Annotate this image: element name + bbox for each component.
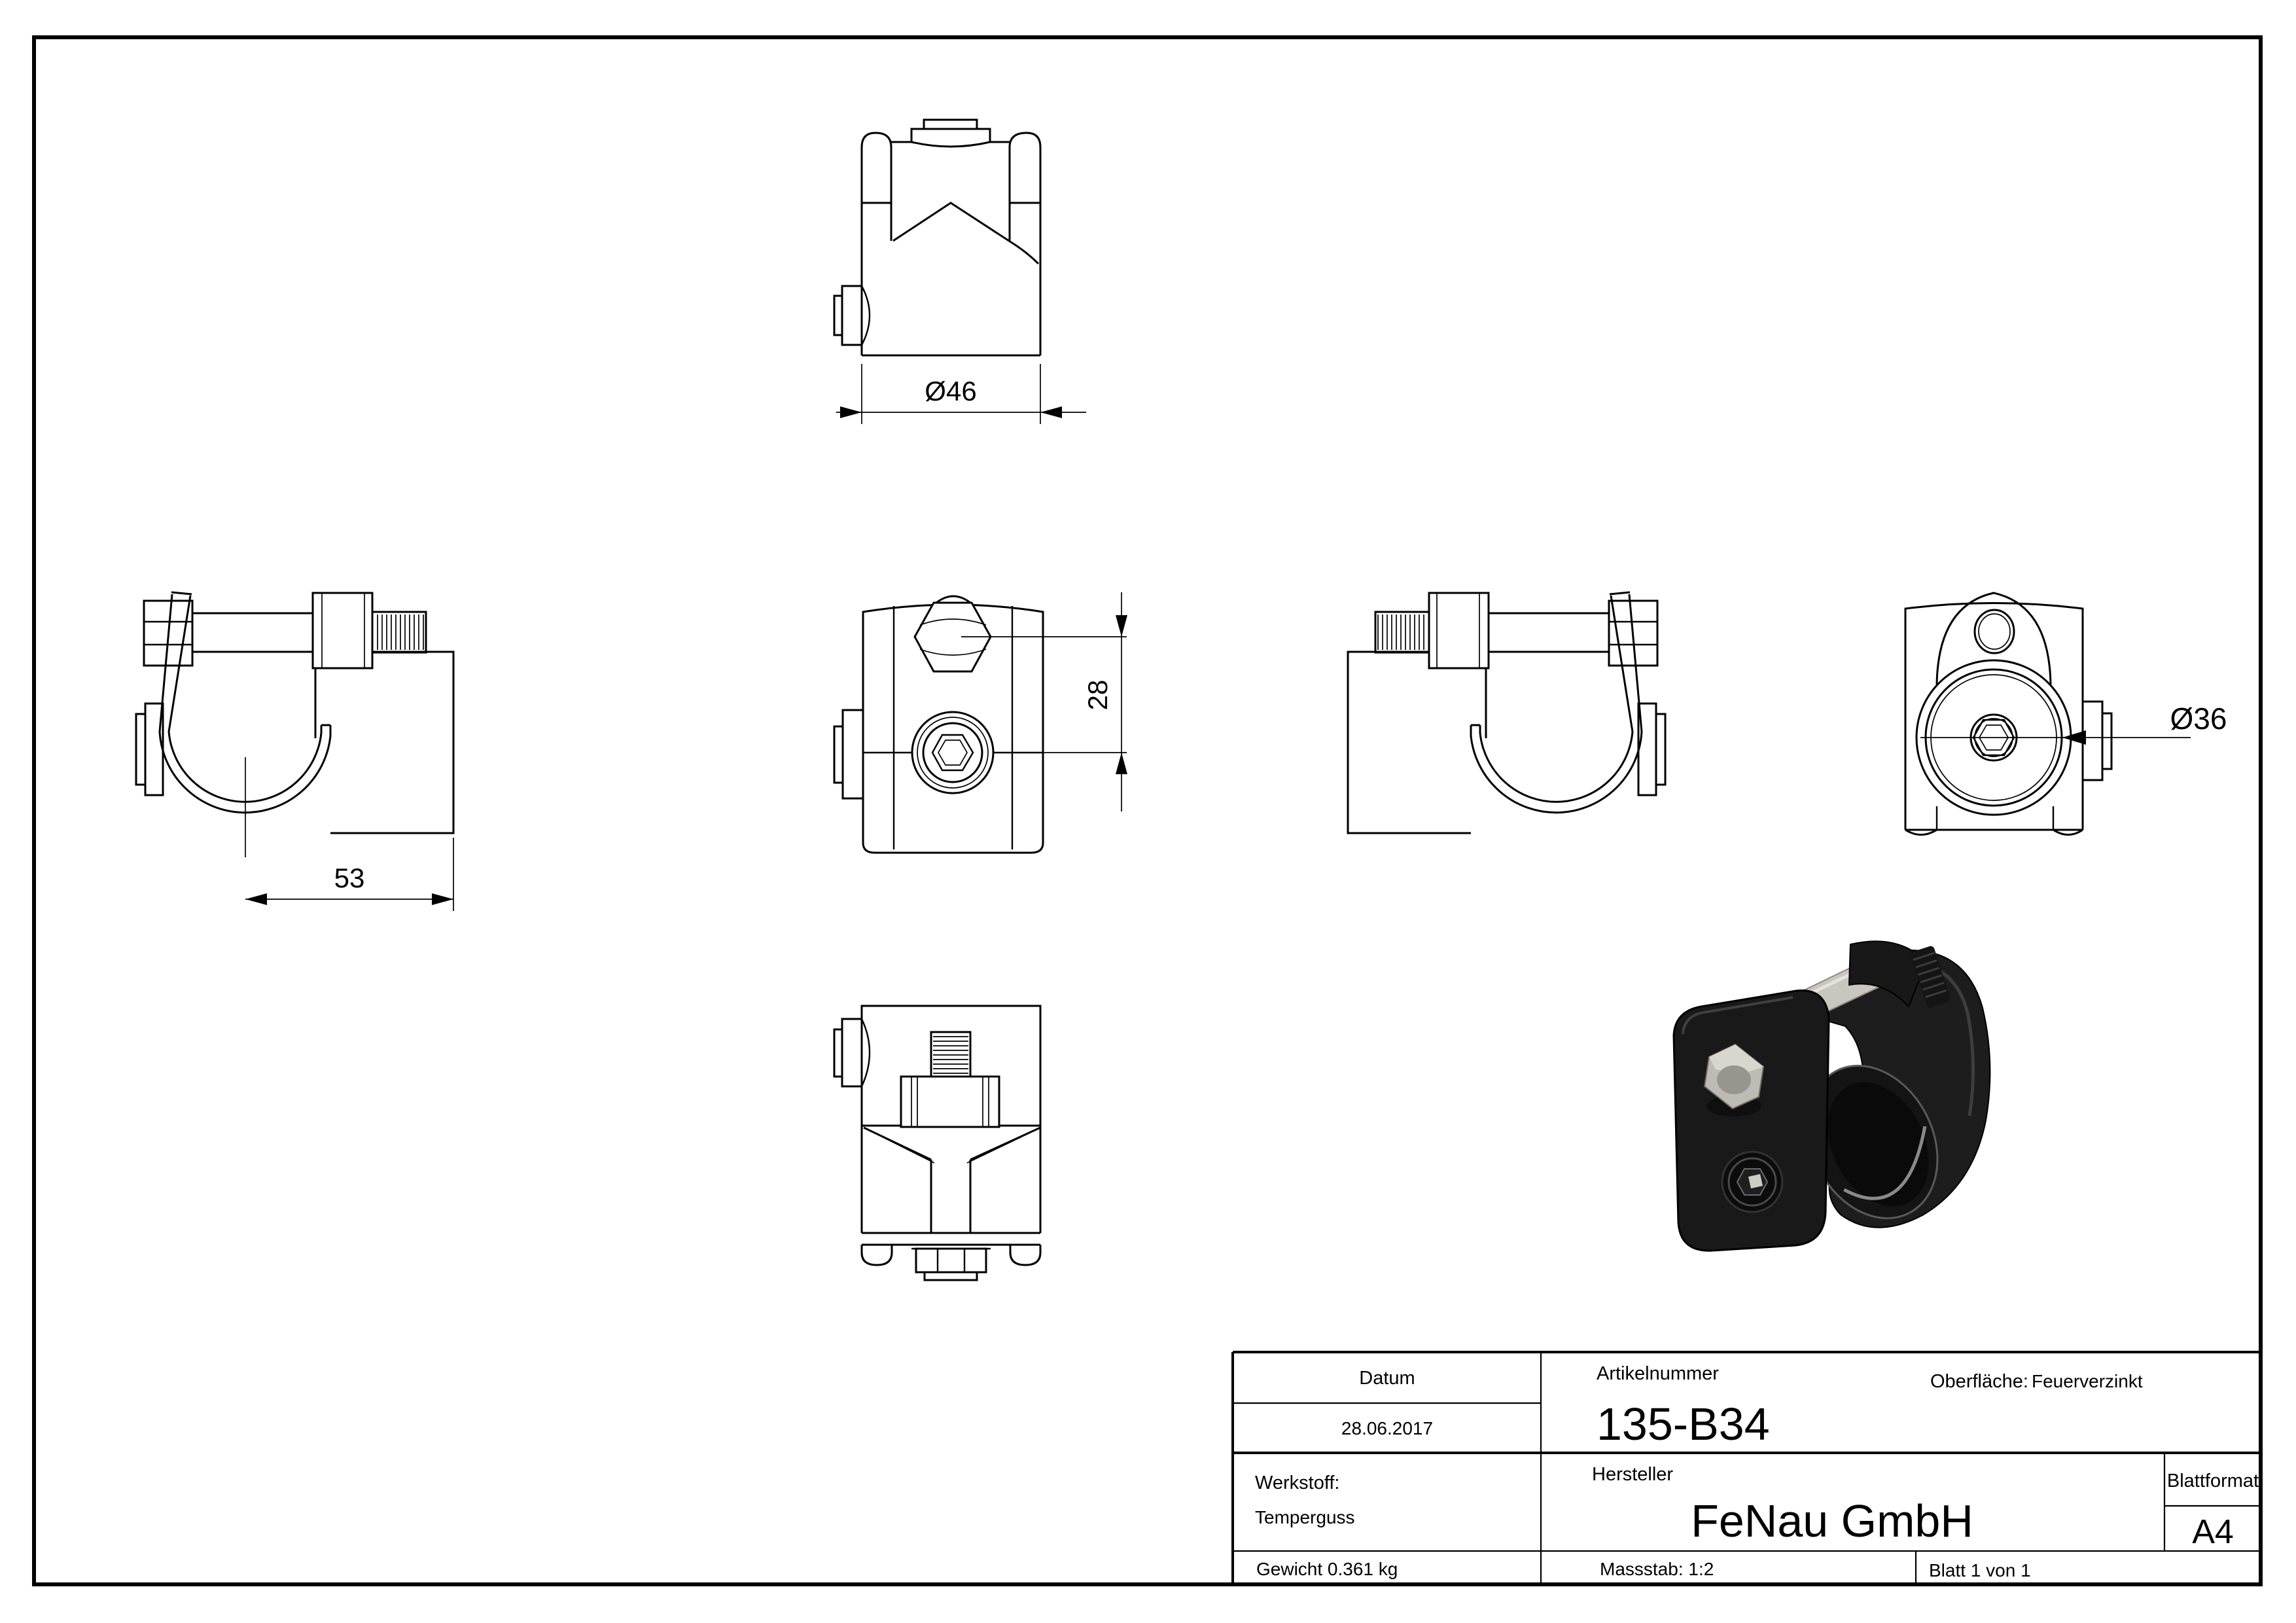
iso-view-3d (1672, 940, 1991, 1252)
datum-label: Datum (1359, 1368, 1415, 1389)
saddle-funnel (863, 1126, 1041, 1233)
bottom-boss (833, 1018, 871, 1088)
side-view-left: 53 (135, 591, 455, 911)
top-view: Ø46 (833, 118, 1086, 424)
dim-text-28: 28 (1082, 680, 1113, 711)
dim-text-dia46: Ø46 (925, 376, 976, 406)
hex-bolt-head-front (913, 595, 992, 673)
socket-screw-front (911, 711, 995, 794)
render-bore (1807, 1065, 1939, 1219)
clamp-body-end (1904, 602, 2084, 830)
blattformat-value: A4 (2192, 1513, 2234, 1551)
artikelnummer-label: Artikelnummer (1597, 1363, 1719, 1384)
clamp-body-front (862, 603, 1044, 854)
hersteller-value: FeNau GmbH (1691, 1495, 1973, 1546)
side-view-right-mirrored (1347, 591, 1667, 834)
side-boss (833, 285, 871, 346)
oberflaeche-value: Feuerverzinkt (2032, 1371, 2143, 1391)
dimension-dia46: Ø46 (836, 364, 1086, 424)
gewicht-text: Gewicht 0.361 kg (1256, 1559, 1398, 1579)
stud-bottom (900, 1031, 1000, 1128)
render-stud (1910, 946, 1951, 1008)
render-strap (1848, 940, 1928, 1008)
dimension-53: 53 (245, 838, 454, 911)
bottom-view (833, 1005, 1042, 1281)
dimension-28: 28 (961, 592, 1127, 812)
sheet-border (32, 35, 2263, 1586)
base-and-nut (860, 1232, 1042, 1281)
dim-arrow-right (1040, 406, 1062, 418)
datum-value: 28.06.2017 (1341, 1418, 1433, 1438)
saddle-chevron (892, 202, 1010, 242)
artikelnummer-value: 135-B34 (1597, 1399, 1770, 1450)
render-hex-head (1703, 1043, 1765, 1116)
blatt-text: Blatt 1 von 1 (1929, 1560, 2031, 1580)
end-view: Ø36 (1904, 592, 2227, 836)
end-boss (2081, 700, 2113, 781)
title-block: Datum 28.06.2017 Artikelnummer 135-B34 O… (1231, 1351, 2261, 1584)
hersteller-label: Hersteller (1592, 1464, 1673, 1485)
strap-lobe (1935, 592, 2052, 685)
massstab-text: Massstab: 1:2 (1600, 1559, 1714, 1579)
werkstoff-value: Temperguss (1255, 1507, 1355, 1527)
blattformat-label: Blattformat (2167, 1471, 2259, 1491)
dimension-dia36: Ø36 (2062, 702, 2227, 745)
stud-top (910, 118, 991, 148)
dim-arrow-left (840, 406, 862, 418)
front-boss (833, 709, 864, 800)
werkstoff-label: Werkstoff: (1255, 1472, 1339, 1493)
front-view: 28 (833, 592, 1127, 854)
clamp-body-bottom (860, 1005, 1042, 1233)
dim-text-dia36: Ø36 (2170, 702, 2227, 736)
dim-text-53: 53 (334, 863, 365, 893)
oberflaeche-label: Oberfläche: (1930, 1371, 2028, 1392)
render-socket-screw (1721, 1150, 1784, 1213)
